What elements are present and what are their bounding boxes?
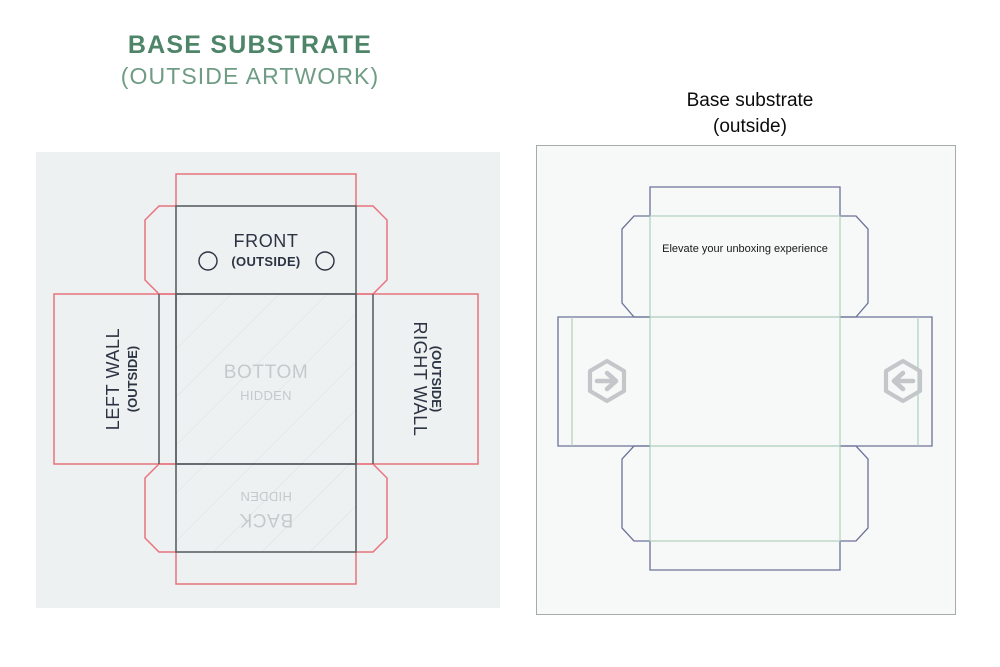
back-panel-hatch [176,464,356,552]
cutline-top-left-ear [144,205,176,295]
front-hole-left-icon [198,251,218,271]
right-cutline-left-wall [557,316,650,447]
right-bottom-panel-fold [649,316,841,447]
right-cutline-group [557,186,933,571]
left-panel-borders [158,205,374,553]
front-hole-right-icon [315,251,335,271]
back-panel-sublabel: HIDDEN [240,489,292,504]
back-panel-rect [175,463,357,553]
front-panel-label: FRONT [234,231,299,251]
cutline-right-wall [356,293,479,465]
back-panel-label: BACK [239,509,293,530]
left-wall-labels: LEFT WALL (OUTSIDE) [103,328,140,430]
right-cutline-top-left-ear [621,215,650,318]
left-dieline-svg: FRONT (OUTSIDE) LEFT WALL (OUTSIDE) RIGH… [53,173,479,585]
front-panel-labels: FRONT (OUTSIDE) [198,231,335,271]
right-wall-logo-icon [886,361,920,401]
right-dieline-canvas: Elevate your unboxing experience [536,145,956,615]
right-cutline-bottom-flap [649,541,841,571]
cutline-bottom-right-ear [356,463,388,553]
cutline-top-right-ear [356,205,388,295]
left-title-main: BASE SUBSTRATE [127,31,373,59]
left-wall-sublabel: (OUTSIDE) [125,346,140,412]
artwork-headline: Elevate your unboxing experience [662,243,828,255]
left-dieline-canvas: FRONT (OUTSIDE) LEFT WALL (OUTSIDE) RIGH… [36,152,500,608]
right-panel-section: Base substrate (outside) [500,0,1000,667]
bottom-panel-hatch [176,294,356,464]
left-heading: BASE SUBSTRATE (OUTSIDE ARTWORK) [0,30,500,92]
left-wall-logo-icon [590,361,624,401]
right-cutline-top-flap [649,186,841,216]
right-back-panel-fold [649,445,841,542]
cutline-bottom-left-ear [144,463,176,553]
cutline-bottom-flap [175,552,357,585]
bottom-panel-sublabel: HIDDEN [240,388,292,403]
right-dieline-svg: Elevate your unboxing experience [557,186,933,571]
right-front-panel-fold [649,215,841,318]
cutline-top-flap [175,173,357,206]
right-cutline-top-right-ear [840,215,869,318]
right-wall-label: RIGHT WALL [410,321,430,436]
right-cutline-bottom-left-ear [621,445,650,542]
left-wall-label: LEFT WALL [103,328,123,430]
right-title-main: Base substrate [686,90,814,111]
right-heading: Base substrate (outside) [500,88,1000,139]
cutline-left-wall [53,293,176,465]
left-cutline-group [53,173,479,585]
right-wall-labels: RIGHT WALL (OUTSIDE) [410,321,444,436]
back-panel-labels: BACK HIDDEN [239,489,293,530]
front-panel-sublabel: (OUTSIDE) [231,254,300,269]
right-title-subtitle: (outside) [713,115,787,137]
right-foldline-group [571,215,919,542]
left-panel-section: BASE SUBSTRATE (OUTSIDE ARTWORK) [0,30,500,608]
right-cutline-right-wall [840,316,933,447]
bottom-panel-label: BOTTOM [224,362,309,383]
right-wall-sublabel: (OUTSIDE) [429,346,444,412]
left-title-subtitle: (OUTSIDE ARTWORK) [120,63,380,90]
bottom-panel-labels: BOTTOM HIDDEN [224,362,309,403]
right-cutline-bottom-right-ear [840,445,869,542]
